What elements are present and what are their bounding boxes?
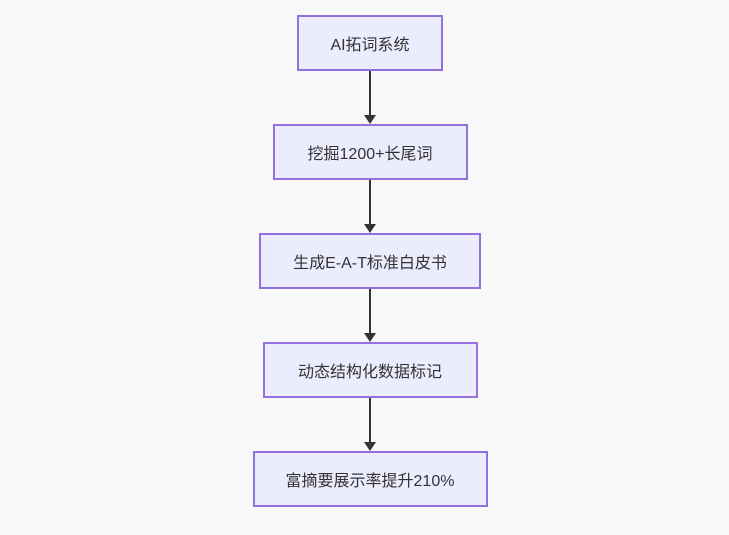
node-label: AI拓词系统 (330, 37, 410, 54)
flow-arrow-1 (364, 71, 376, 124)
flow-node-rich-snippet-uplift: 富摘要展示率提升210% (252, 451, 488, 507)
arrow-line (369, 180, 371, 224)
flow-arrow-4 (364, 398, 376, 451)
flow-node-ai-word-expansion: AI拓词系统 (297, 15, 443, 71)
arrow-head-icon (364, 115, 376, 124)
flow-node-eat-whitepaper: 生成E-A-T标准白皮书 (259, 233, 481, 289)
arrow-head-icon (364, 333, 376, 342)
arrow-line (369, 71, 371, 115)
node-label: 富摘要展示率提升210% (285, 473, 455, 490)
arrow-head-icon (364, 224, 376, 233)
node-label: 挖掘1200+长尾词 (307, 146, 433, 163)
node-label: 生成E-A-T标准白皮书 (293, 255, 447, 272)
arrow-line (369, 398, 371, 442)
node-label: 动态结构化数据标记 (297, 364, 442, 381)
flow-arrow-2 (364, 180, 376, 233)
flow-arrow-3 (364, 289, 376, 342)
arrow-head-icon (364, 442, 376, 451)
flow-node-structured-data-markup: 动态结构化数据标记 (262, 342, 478, 398)
flowchart-column: AI拓词系统 挖掘1200+长尾词 生成E-A-T标准白皮书 动态结构化数据标记 (0, 15, 729, 507)
flow-node-longtail-mining: 挖掘1200+长尾词 (272, 124, 468, 180)
arrow-line (369, 289, 371, 333)
